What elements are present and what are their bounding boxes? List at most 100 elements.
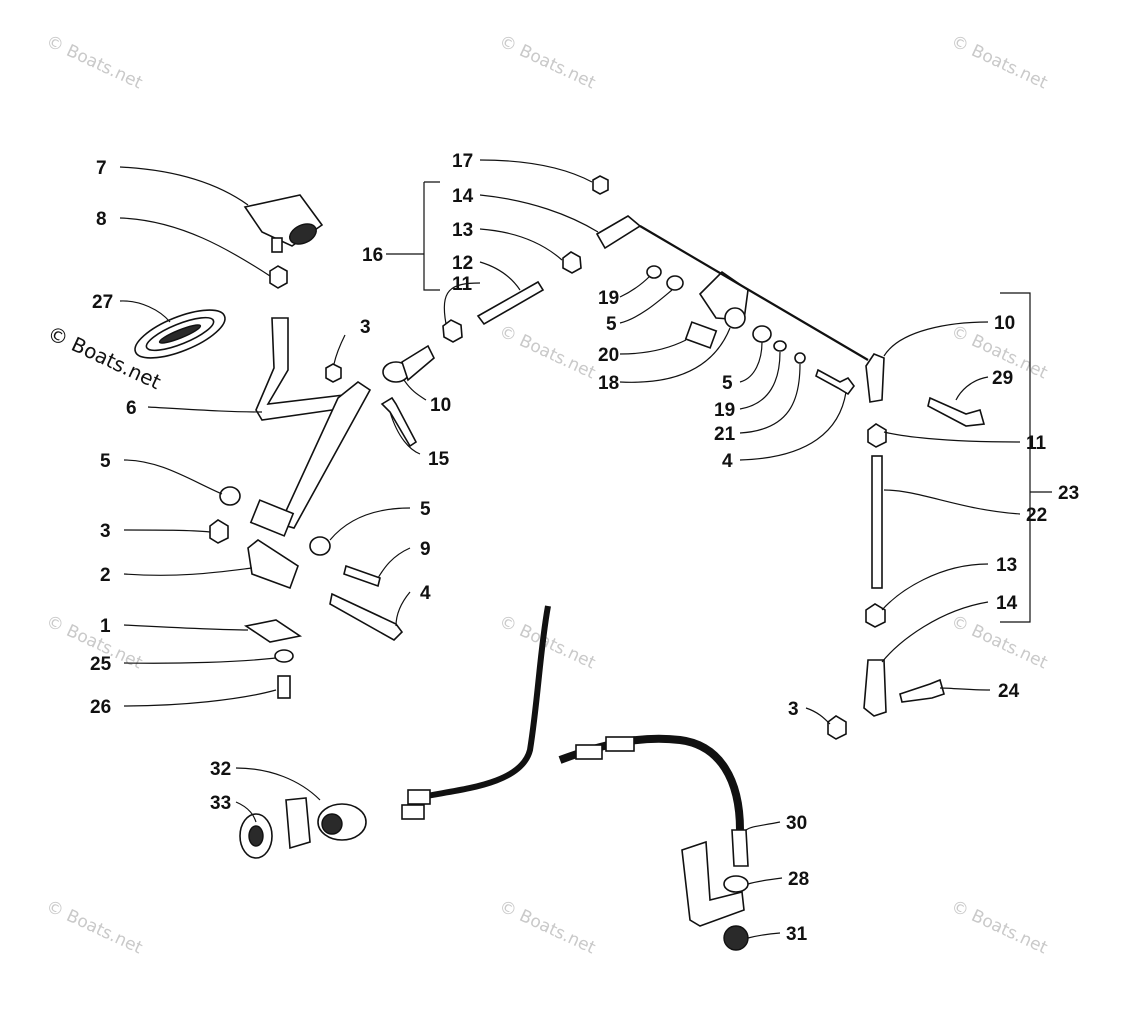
callout-29: 29 [992, 368, 1013, 389]
callout-8: 8 [96, 209, 107, 230]
rod-end [865, 353, 885, 403]
leader-lines [119, 159, 1052, 939]
bolt [380, 396, 418, 448]
threaded-rod [871, 455, 883, 589]
nut [325, 363, 342, 383]
callout-18: 18 [598, 373, 619, 394]
washer [723, 875, 749, 893]
callout-22: 22 [1026, 505, 1047, 526]
callout-4: 4 [420, 583, 431, 604]
callout-1: 1 [100, 616, 111, 637]
callout-5: 5 [420, 499, 431, 520]
watermark: © Boats.net [948, 31, 1051, 93]
parts [134, 175, 986, 951]
callout-26: 26 [90, 697, 111, 718]
callout-9: 9 [420, 539, 431, 560]
callouts: 7 8 27 6 5 3 2 1 25 26 3 10 15 5 9 4 17 … [90, 151, 1079, 945]
washer [794, 352, 806, 364]
bushing [309, 536, 331, 556]
bushing [724, 307, 746, 329]
callout-11: 11 [452, 274, 473, 295]
connector [407, 789, 431, 805]
callout-10: 10 [430, 395, 451, 416]
callout-11: 11 [1026, 433, 1047, 454]
callout-30: 30 [786, 813, 807, 834]
watermark: © Boats.net [43, 31, 146, 93]
callout-5: 5 [722, 373, 733, 394]
callout-3: 3 [788, 699, 799, 720]
nut [442, 319, 463, 343]
nut [867, 423, 887, 448]
callout-5: 5 [100, 451, 111, 472]
watermark: © Boats.net [496, 31, 599, 93]
rod-end [382, 344, 435, 383]
connector [401, 804, 425, 820]
callout-28: 28 [788, 869, 809, 890]
nut [827, 715, 847, 740]
watermark: © Boats.net [948, 611, 1051, 673]
callout-15: 15 [428, 449, 450, 470]
callout-32: 32 [210, 759, 231, 780]
nut [209, 519, 229, 544]
callout-13: 13 [996, 555, 1017, 576]
callout-27: 27 [92, 292, 113, 313]
callout-14: 14 [996, 593, 1018, 614]
callout-31: 31 [786, 924, 808, 945]
handle-grip [243, 194, 324, 253]
callout-3: 3 [100, 521, 111, 542]
bulb [723, 925, 749, 951]
threaded-rod [476, 280, 545, 326]
nut [865, 603, 886, 628]
callout-4: 4 [722, 451, 733, 472]
screw [277, 675, 291, 699]
nut [269, 265, 288, 289]
callout-25: 25 [90, 654, 112, 675]
rod-end [595, 215, 642, 250]
callout-14: 14 [452, 186, 474, 207]
sensor [731, 829, 749, 867]
callout-17: 17 [452, 151, 473, 172]
connector [605, 736, 635, 752]
nut [562, 251, 582, 274]
shift-lever [255, 317, 372, 529]
callout-2: 2 [100, 565, 111, 586]
callout-23: 23 [1058, 483, 1079, 504]
watermark: © Boats.net [948, 896, 1051, 958]
bushing [219, 486, 241, 506]
callout-20: 20 [598, 345, 619, 366]
bolt [815, 368, 855, 396]
callout-13: 13 [452, 220, 473, 241]
callout-19: 19 [598, 288, 619, 309]
washer [274, 649, 294, 663]
linkage-rod [639, 225, 869, 361]
lock-nut-hole [248, 825, 264, 847]
sensor-bracket [681, 840, 745, 927]
switch [285, 797, 367, 850]
bolt [899, 678, 945, 703]
pivot-tube [249, 499, 295, 537]
connector [575, 744, 603, 760]
bushing [666, 275, 684, 291]
callout-7: 7 [96, 158, 107, 179]
callout-16: 16 [362, 245, 383, 266]
bolt [329, 592, 404, 641]
mount-bracket [247, 539, 299, 590]
callout-3: 3 [360, 317, 371, 338]
rod-end [863, 659, 887, 717]
cable [409, 605, 551, 803]
rubber-boot [134, 309, 226, 359]
callout-5: 5 [606, 314, 617, 335]
bolt [927, 396, 986, 427]
plate [243, 619, 303, 643]
callout-12: 12 [452, 253, 473, 274]
callout-24: 24 [998, 681, 1020, 702]
callout-33: 33 [210, 793, 231, 814]
watermarks: © Boats.net © Boats.net © Boats.net © Bo… [43, 31, 1051, 958]
watermark: © Boats.net [43, 896, 146, 958]
sleeve [684, 321, 718, 349]
nut [592, 175, 609, 195]
callout-19: 19 [714, 400, 735, 421]
callout-21: 21 [714, 424, 736, 445]
bushing [752, 325, 772, 343]
